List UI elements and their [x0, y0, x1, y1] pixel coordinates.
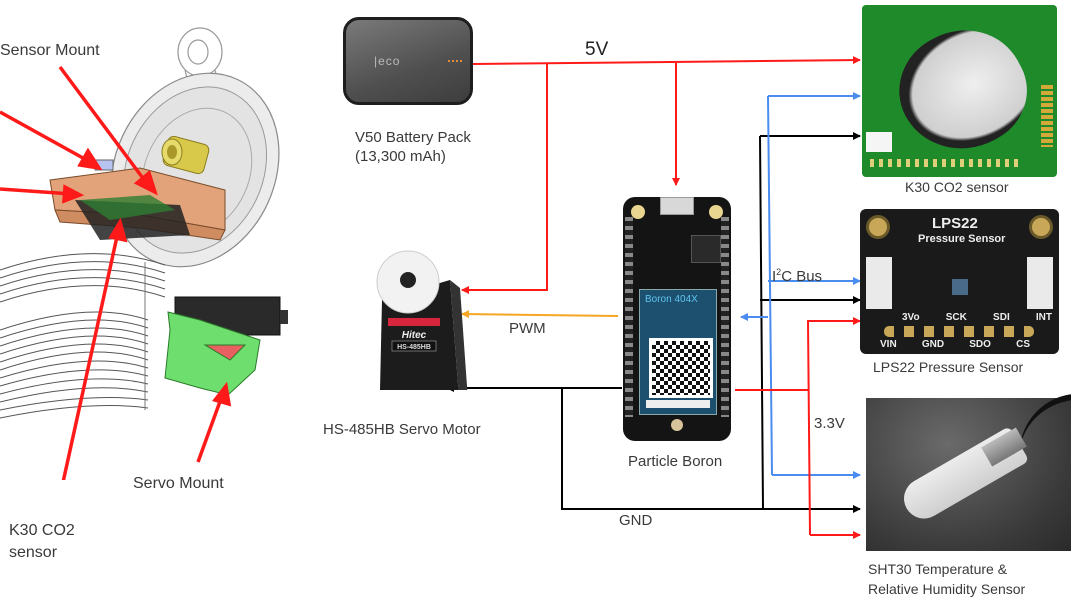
- mount-hole: [709, 205, 723, 219]
- k30-co2-sensor-image: [862, 5, 1057, 177]
- k30-label-sticker: [866, 132, 892, 152]
- wire-pwm: [461, 310, 619, 319]
- label-sensor-mount: Sensor Mount: [0, 42, 100, 59]
- callout-arrow-head: [108, 217, 128, 243]
- boron-module: Boron 404X: [639, 289, 717, 415]
- sht30-label-line1: SHT30 Temperature &: [868, 561, 1008, 577]
- sensor-mount-part: [49, 159, 226, 241]
- lps22-chip: [952, 279, 968, 295]
- battery-led-dots: [448, 60, 462, 62]
- servo-motor-image: Hitec HS-485HB: [376, 250, 468, 390]
- battery-pack-image: |eco: [343, 17, 473, 105]
- callout-arrow: [61, 231, 120, 480]
- pin-label: VIN: [880, 339, 897, 350]
- antenna-connector: [671, 419, 683, 431]
- callout-arrow: [0, 187, 73, 196]
- mount-hole: [631, 205, 645, 219]
- wire-label-5v: 5V: [585, 39, 609, 60]
- wire-gnd-bus: [561, 388, 763, 510]
- callout-arrows: [0, 65, 232, 480]
- wire-3v3-riser: [806, 317, 861, 536]
- mount-hole: [866, 215, 890, 239]
- boron-label: Particle Boron: [628, 453, 723, 470]
- lps22-pin-labels-top: 3Vo SCK SDI INT: [902, 312, 1052, 323]
- wire-gnd-riser: [759, 135, 764, 510]
- qr-code: [649, 338, 713, 398]
- servo-model: HS-485HB: [397, 344, 431, 351]
- sht30-label-line2: Relative Humidity Sensor: [868, 581, 1026, 597]
- cad-assembly-render: [0, 27, 288, 480]
- k30-pads-bottom: [870, 159, 1020, 167]
- callout-arrow-head: [212, 381, 232, 407]
- k30-optical-chamber: [879, 8, 1046, 172]
- wire-label-pwm: PWM: [509, 320, 546, 337]
- pin-label: GND: [921, 339, 945, 350]
- header-pins-right: [721, 217, 729, 417]
- stemma-connector-right: [1027, 257, 1053, 309]
- lps22-sensor-image: LPS22 Pressure Sensor 3Vo SCK SDI INT VI…: [860, 209, 1059, 354]
- callout-arrow-head: [77, 147, 103, 171]
- boron-module-title: Boron 404X: [645, 294, 698, 305]
- callout-arrow-head: [133, 169, 158, 196]
- lps22-board-subtitle: Pressure Sensor: [918, 233, 1006, 245]
- callout-arrow-head: [62, 184, 85, 204]
- sht30-sensor-image: [866, 394, 1071, 551]
- lps22-pin-labels-bottom: VIN GND SDO CS: [880, 339, 1030, 350]
- k30-edge-connector: [1041, 85, 1053, 147]
- label-servo-mount: Servo Mount: [133, 475, 224, 492]
- battery-connector: [691, 235, 721, 263]
- servo-label: HS-485HB Servo Motor: [323, 421, 481, 438]
- serial-strip: [646, 400, 710, 408]
- header-pins-left: [625, 217, 633, 417]
- servo-mount-part: [164, 296, 288, 396]
- callout-arrow: [0, 110, 93, 165]
- pin-label: SDI: [993, 312, 1010, 323]
- pin-label: 3Vo: [902, 312, 920, 323]
- servo-brand: Hitec: [402, 330, 427, 341]
- k30-label: K30 CO2 sensor: [905, 179, 1009, 195]
- wire-label-3v3: 3.3V: [814, 415, 845, 432]
- threaded-body: [0, 253, 166, 419]
- pin-label: INT: [1035, 312, 1052, 323]
- battery-label-line1: V50 Battery Pack: [355, 129, 471, 146]
- wire-label-gnd: GND: [619, 512, 653, 529]
- lps22-pin-holes: [884, 326, 1034, 337]
- pin-label: SDO: [969, 339, 991, 350]
- battery-logo: |eco: [374, 54, 401, 68]
- wire-i2c-riser: [767, 95, 773, 476]
- callout-arrow: [58, 65, 150, 187]
- lps22-label: LPS22 Pressure Sensor: [873, 359, 1024, 375]
- callout-arrow: [196, 395, 224, 463]
- usb-port: [660, 197, 694, 215]
- pin-label: SCK: [945, 312, 967, 323]
- wire-5v-to-k30: [472, 56, 861, 65]
- particle-boron-image: Boron 404X: [623, 197, 731, 441]
- label-k30-co2-line1: K30 CO2: [9, 522, 75, 539]
- pin-label: CS: [1016, 339, 1030, 350]
- mount-hole: [1029, 215, 1053, 239]
- label-k30-co2-line2: sensor: [9, 544, 58, 561]
- brass-fitting: [161, 135, 210, 175]
- wire-5v-to-servo: [461, 64, 548, 294]
- stemma-connector-left: [866, 257, 892, 309]
- wire-label-i2c-bus: I2C Bus: [772, 267, 823, 285]
- lps22-board-title: LPS22: [932, 215, 978, 232]
- battery-label-line2: (13,300 mAh): [355, 148, 446, 165]
